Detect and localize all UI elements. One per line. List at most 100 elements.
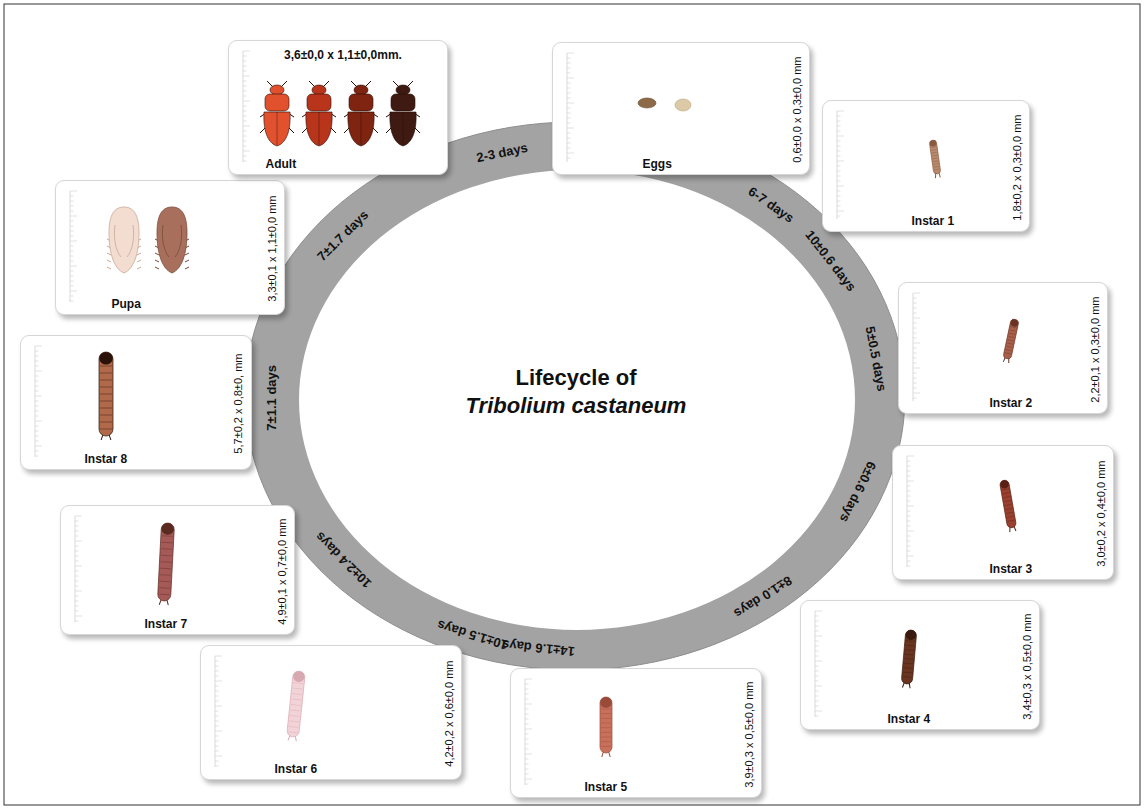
ruler-tick <box>815 646 819 647</box>
pupa-spine <box>137 260 141 262</box>
ruler-tick <box>70 256 74 257</box>
ruler-tick <box>243 141 247 142</box>
size-dimension: 3,6±0,0 x 1,1±0,0mm. <box>284 48 402 62</box>
beetle-suture <box>319 112 320 145</box>
size-dimension: 4,2±0,2 x 0,6±0,0 mm <box>442 660 455 766</box>
larva-segment <box>601 713 611 714</box>
ruler-tick <box>35 401 39 402</box>
larva-segment <box>1011 327 1017 328</box>
stage-card: Instar 74,9±0,1 x 0,7±0,0 mm <box>60 505 295 635</box>
larva-segment <box>289 721 299 722</box>
ruler-tick <box>913 313 917 314</box>
beetle-elytra <box>306 112 332 146</box>
duration-label: 7±1.1 days <box>264 365 280 431</box>
larva-segment <box>932 155 937 157</box>
ruler-line <box>70 191 71 302</box>
larva-segment <box>1006 512 1013 513</box>
larva-segment <box>100 401 112 402</box>
larva-segment <box>100 394 112 395</box>
larva-segment <box>933 160 938 162</box>
larva-body <box>929 140 941 175</box>
ruler-tick <box>837 201 841 202</box>
larva-head <box>600 697 612 708</box>
ruler-tick <box>525 704 532 705</box>
size-dimension: 3,4±0,3 x 0,5±0,0 mm <box>1020 613 1033 719</box>
ruler-tick <box>70 216 77 217</box>
ruler-tick <box>913 303 917 304</box>
ruler-tick <box>243 91 247 92</box>
scale-ruler <box>215 656 222 767</box>
ruler-tick <box>567 138 571 139</box>
stage-illustration <box>21 336 253 471</box>
ruler-tick <box>525 779 532 780</box>
ruler-tick <box>75 581 79 582</box>
larva-segment <box>601 723 611 724</box>
ruler-tick <box>837 141 841 142</box>
ruler-tick <box>215 676 219 677</box>
ruler-tick <box>837 146 841 147</box>
ruler-tick <box>35 426 39 427</box>
larva-body <box>287 671 306 738</box>
ruler-tick <box>215 711 219 712</box>
ruler-tick <box>837 166 841 167</box>
pupa-spine <box>107 260 111 262</box>
pupa-wing <box>114 225 121 257</box>
ruler-tick <box>837 156 841 157</box>
ruler-tick <box>837 196 841 197</box>
larva-segment <box>933 163 938 165</box>
ruler-tick <box>907 556 914 557</box>
larva-head <box>929 140 937 147</box>
ruler-tick <box>243 161 247 162</box>
stage-name: Instar 5 <box>585 780 628 794</box>
ruler-tick <box>35 411 39 412</box>
larva-segment <box>161 548 172 550</box>
ruler-tick <box>907 551 911 552</box>
ruler-tick <box>907 516 911 517</box>
ruler-tick <box>913 348 917 349</box>
ruler-tick <box>75 566 82 567</box>
ruler-tick <box>215 741 219 742</box>
ruler-tick <box>913 293 920 294</box>
ruler-tick <box>525 714 529 715</box>
ruler-tick <box>35 431 39 432</box>
larva-segment <box>288 732 298 733</box>
ruler-tick <box>75 611 79 612</box>
ruler-tick <box>215 656 222 657</box>
ruler-tick <box>567 68 571 69</box>
ruler-tick <box>525 709 529 710</box>
scale-ruler <box>907 456 914 567</box>
stage-card: Adult3,6±0,0 x 1,1±0,0mm. <box>228 40 448 175</box>
ruler-tick <box>75 576 79 577</box>
stage-illustration <box>201 646 463 781</box>
beetle-figure <box>302 81 336 146</box>
pupa-wing <box>127 225 134 257</box>
ruler-tick <box>567 148 571 149</box>
ruler-tick <box>215 661 219 662</box>
beetle-suture <box>277 112 278 145</box>
ruler-tick <box>837 121 841 122</box>
ruler-tick <box>907 486 911 487</box>
ruler-tick <box>35 436 39 437</box>
ruler-tick <box>70 196 74 197</box>
ruler-tick <box>70 191 77 192</box>
stage-card: Instar 11,8±0,2 x 0,3±0,0 mm <box>822 100 1030 232</box>
larva-segment <box>100 366 112 367</box>
pupa-spine <box>185 267 189 269</box>
stage-name: Instar 6 <box>275 762 318 776</box>
ruler-tick <box>837 111 844 112</box>
stage-illustration <box>61 506 296 636</box>
beetle-head <box>396 85 410 95</box>
ruler-tick <box>75 521 79 522</box>
larva-segment <box>601 709 611 710</box>
stage-card: Instar 43,4±0,3 x 0,5±0,0 mm <box>800 600 1040 730</box>
ruler-tick <box>35 416 39 417</box>
ruler-tick <box>75 606 79 607</box>
ruler-tick <box>815 626 819 627</box>
ruler-tick <box>243 151 250 152</box>
ruler-tick <box>913 383 917 384</box>
pupa-wing <box>175 225 182 257</box>
ruler-tick <box>815 656 819 657</box>
ruler-tick <box>567 58 571 59</box>
ruler-tick <box>525 739 529 740</box>
stage-card: Eggs0,6±0,0 x 0,3±0,0 mm <box>552 42 810 175</box>
